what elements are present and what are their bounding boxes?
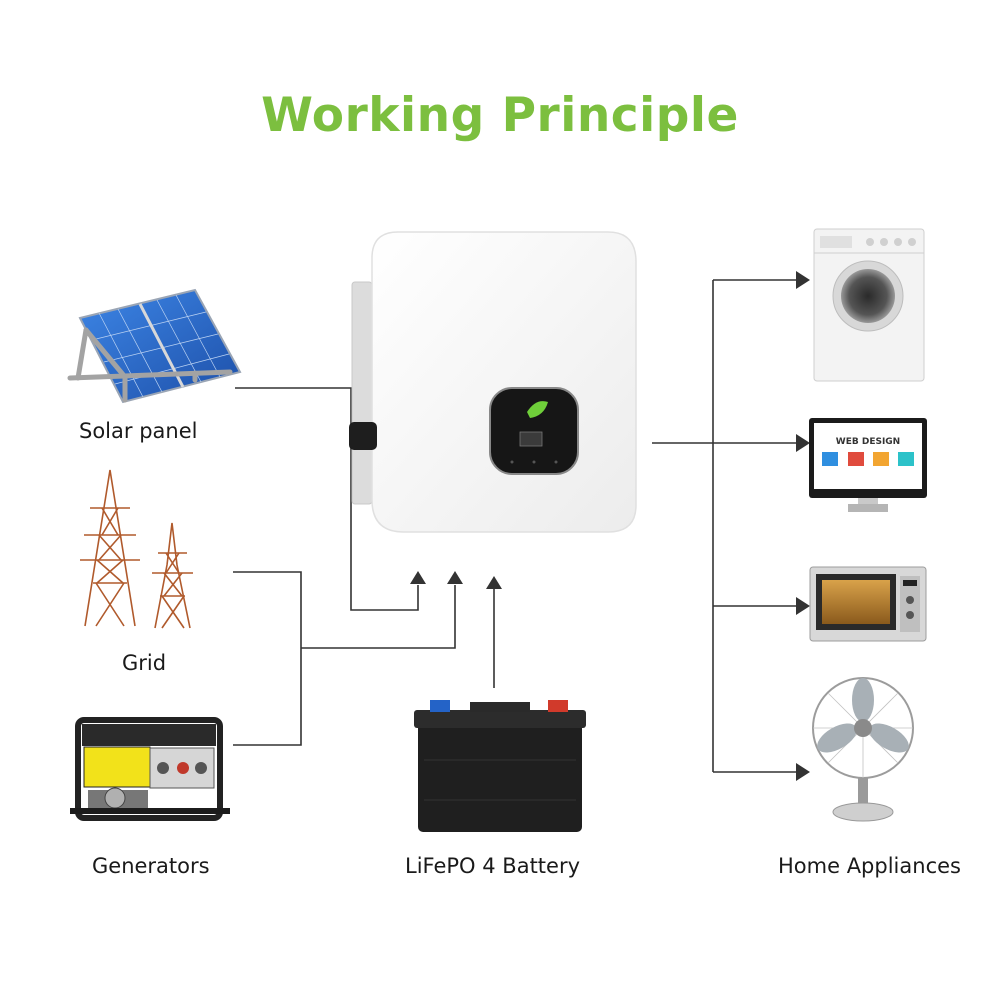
arrow-right-washer: [796, 271, 810, 289]
monitor-illustration: WEB DESIGN: [809, 418, 927, 512]
grid-generator-merge-line: [301, 585, 456, 649]
grid-label: Grid: [122, 651, 167, 675]
arrowheads: [410, 271, 810, 781]
monitor-screen-text: WEB DESIGN: [836, 437, 900, 447]
generator-connection-line: [233, 648, 302, 746]
home-appliances-label: Home Appliances: [778, 854, 961, 878]
battery-illustration: [414, 700, 586, 832]
solar-panel-label: Solar panel: [79, 419, 198, 443]
solar-panel-illustration: [67, 288, 242, 404]
fan-illustration: [812, 677, 914, 822]
connection-lines: [233, 279, 800, 773]
tall-tower: [80, 469, 140, 627]
battery-label: LiFePO 4 Battery: [405, 854, 581, 878]
arrow-right-monitor: [796, 434, 810, 452]
arrow-right-fan: [796, 763, 810, 781]
grid-towers-illustration: [80, 469, 193, 629]
solar-connection-line: [235, 387, 419, 611]
grid-connection-line: [233, 571, 302, 648]
microwave-illustration: [809, 566, 927, 642]
diagram-title: Working Principle: [261, 88, 739, 143]
generator-illustration: [70, 717, 230, 821]
arrow-right-microwave: [796, 597, 810, 615]
inverter-illustration: [349, 231, 637, 533]
arrow-up-solar: [410, 571, 426, 584]
arrow-up-battery: [486, 576, 502, 589]
generators-label: Generators: [92, 854, 210, 878]
short-tower: [152, 522, 193, 629]
washing-machine-illustration: [813, 228, 925, 382]
arrow-up-grid: [447, 571, 463, 584]
